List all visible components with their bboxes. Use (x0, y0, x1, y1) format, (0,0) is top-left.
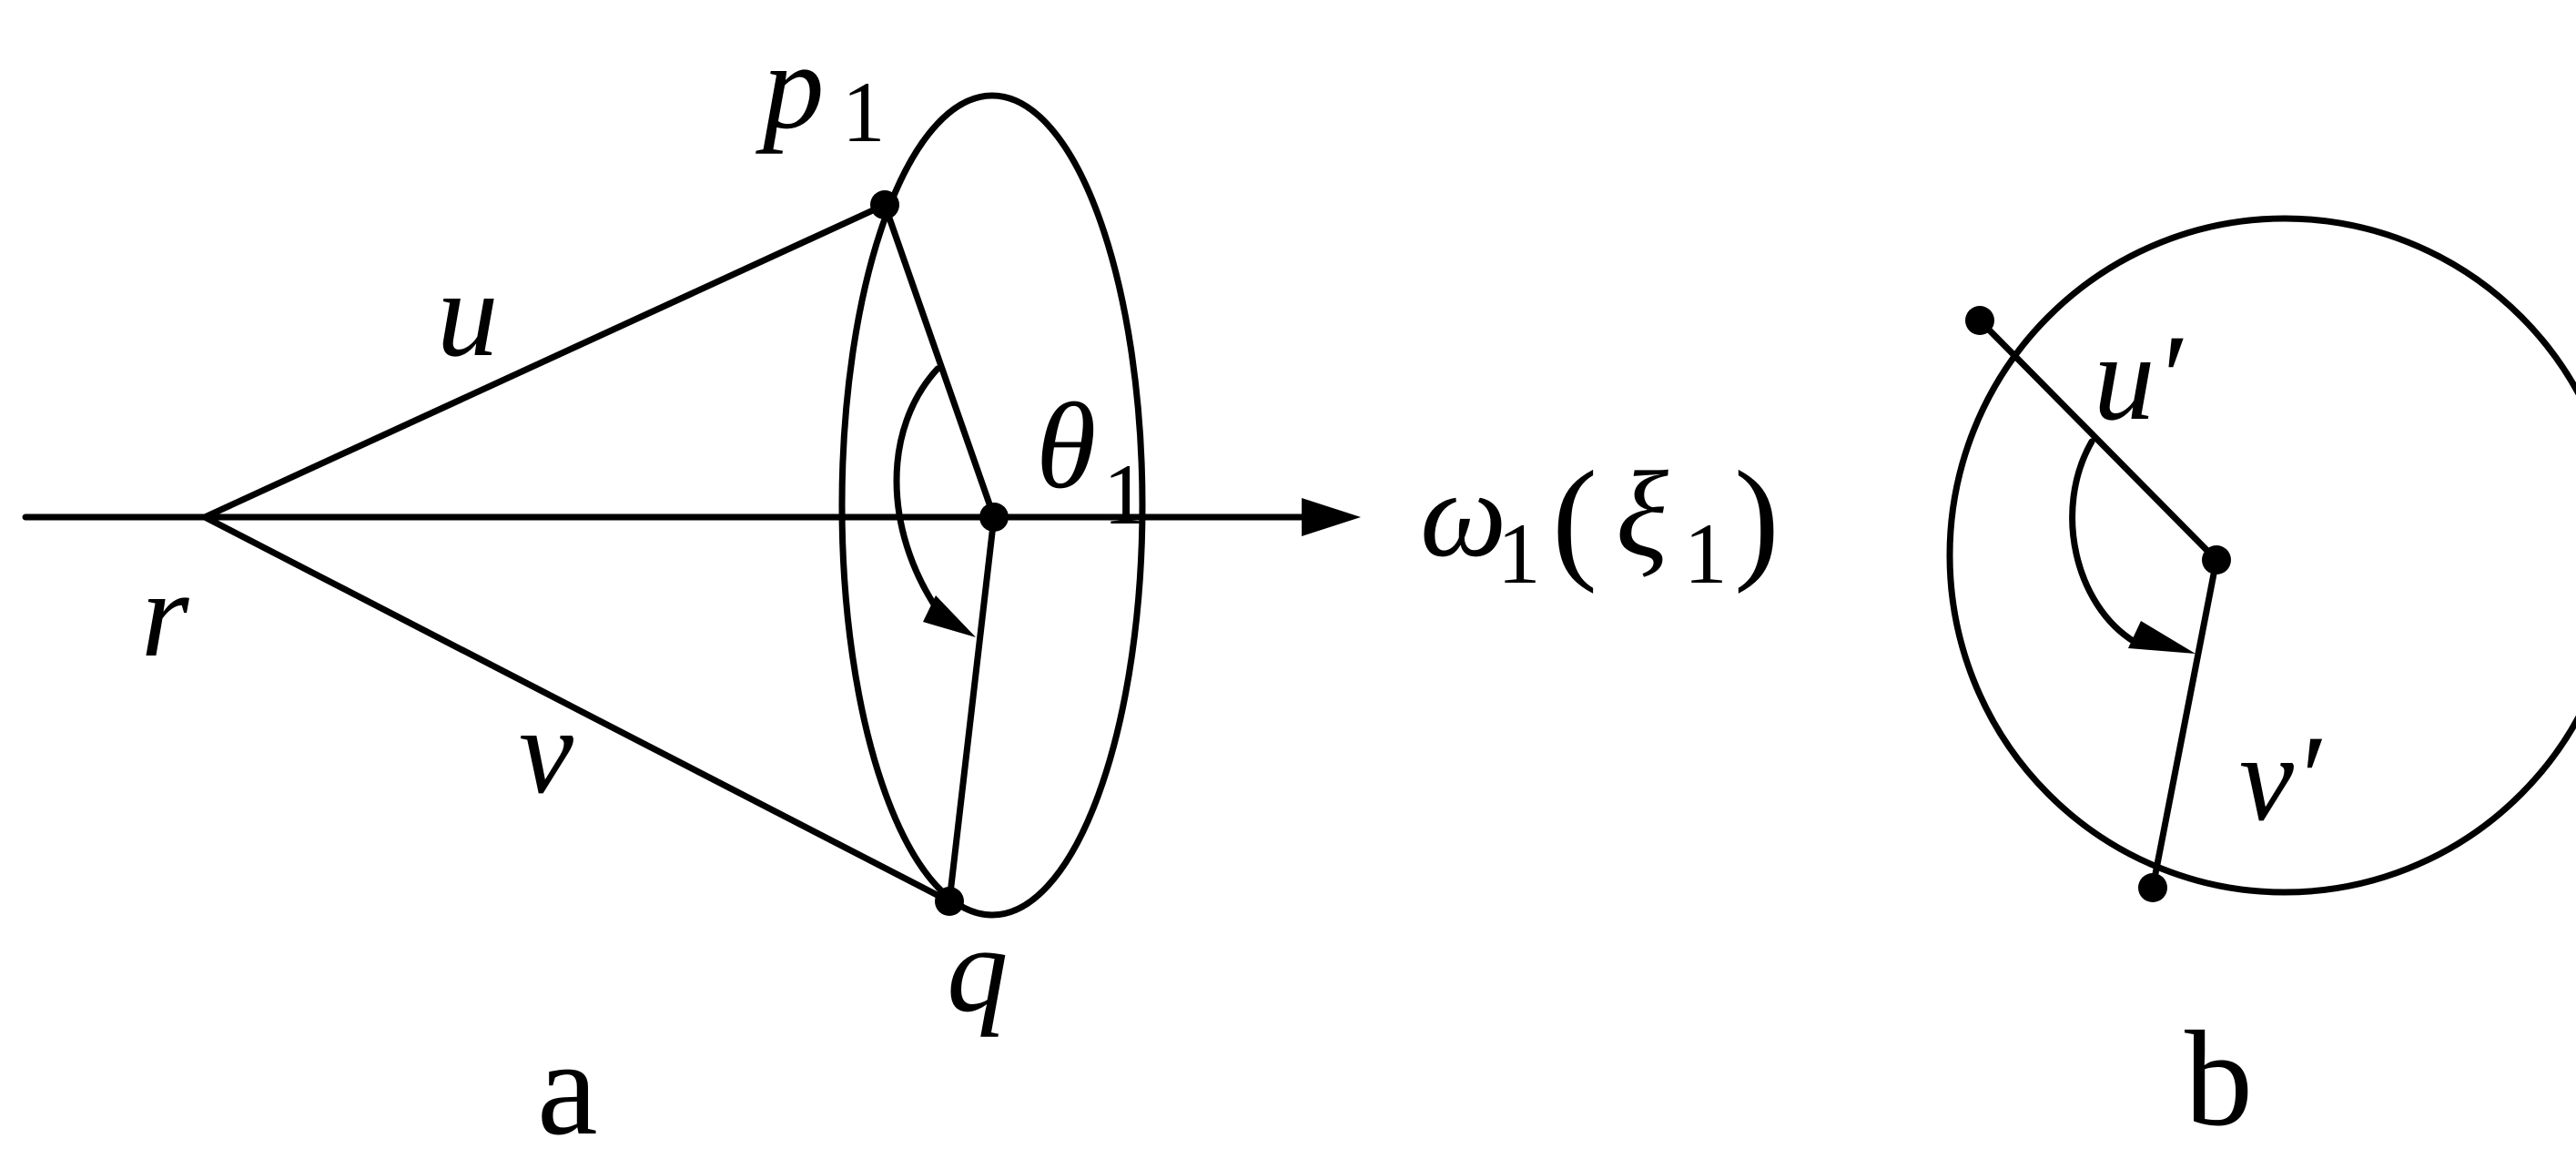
panel-a: p 1 u v r q θ 1 ω 1 ( ξ 1 ) a (22, 19, 1780, 1164)
panel-b: u′ v′ b (1946, 215, 2576, 1154)
edge-u-line (201, 201, 888, 521)
label-u-prime: u′ (2094, 310, 2185, 446)
label-paren-close: ) (1734, 443, 1780, 595)
label-q: q (947, 902, 1009, 1038)
radius-p1 (881, 201, 998, 521)
label-v-prime: v′ (2239, 711, 2323, 847)
edge-v-line (201, 513, 953, 905)
label-p: p (756, 19, 825, 155)
point-q-dot (935, 887, 964, 916)
angle-arc-b (2069, 438, 2138, 645)
panel-label-b: b (2185, 1003, 2253, 1154)
axis-arrowhead (1302, 498, 1361, 536)
radius-q (946, 513, 998, 905)
label-theta: θ (1036, 379, 1096, 514)
radius-v-prime (2149, 556, 2220, 891)
label-u: u (437, 247, 499, 382)
angle-arrowhead-b (2128, 621, 2196, 654)
circle-b (1946, 215, 2576, 896)
label-xi: ξ (1616, 447, 1668, 583)
label-paren-open: ( (1552, 443, 1597, 595)
point-b-top-dot (1965, 306, 1994, 335)
label-omega: ω (1420, 447, 1506, 583)
angle-arc (893, 365, 941, 614)
label-p-sub: 1 (842, 64, 886, 160)
label-theta-sub: 1 (1103, 446, 1147, 543)
label-r: r (141, 547, 189, 683)
point-b-center-dot (2202, 545, 2231, 574)
point-b-bottom-dot (2138, 873, 2167, 902)
label-omega-sub: 1 (1497, 505, 1541, 602)
point-center-dot (979, 503, 1009, 532)
label-v: v (519, 684, 573, 819)
projected-circle (838, 92, 1146, 919)
point-p1-dot (870, 190, 899, 219)
angle-arrowhead (923, 595, 976, 637)
label-xi-sub: 1 (1684, 505, 1728, 602)
radius-u-prime (1976, 317, 2220, 564)
panel-label-a: a (537, 1012, 598, 1164)
